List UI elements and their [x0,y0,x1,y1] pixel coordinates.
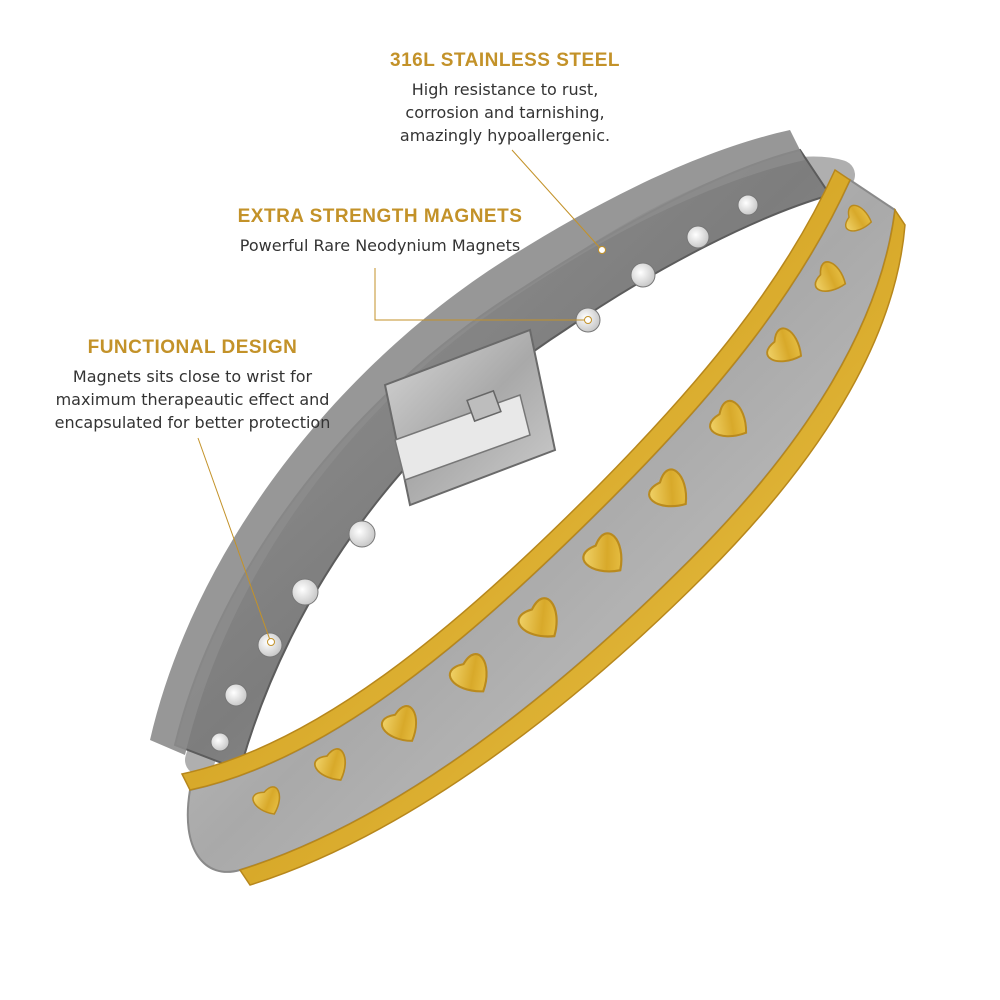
feature-description-line: corrosion and tarnishing, [405,103,605,122]
feature-description-line: encapsulated for better protection [54,413,331,432]
feature-description: Magnets sits close to wrist for maximum … [30,365,355,434]
feature-description-line: amazingly hypoallergenic. [399,126,611,145]
heart-links [252,204,873,815]
callout-dot-steel [598,246,606,254]
gold-outer-edge [238,207,906,886]
feature-title: EXTRA STRENGTH MAGNETS [237,206,523,227]
callout-dot-magnets [584,316,592,324]
feature-extra-strength-magnets: EXTRA STRENGTH MAGNETS Powerful Rare Neo… [215,206,545,257]
callout-lines [197,149,601,641]
callout-line-magnets [374,268,586,321]
clasp [383,328,557,507]
feature-functional-design: FUNCTIONAL DESIGN Magnets sits close to … [30,337,355,434]
feature-title: 316L STAINLESS STEEL [390,50,620,71]
feature-title: FUNCTIONAL DESIGN [87,337,298,358]
feature-description: High resistance to rust, corrosion and t… [360,78,650,147]
feature-stainless-steel: 316L STAINLESS STEEL High resistance to … [360,50,650,147]
feature-description: Powerful Rare Neodynium Magnets [215,234,545,257]
callout-dot-design [267,638,275,646]
callout-dots [267,246,606,646]
gold-inner-edge [180,168,851,791]
feature-description-line: High resistance to rust, [411,80,599,99]
feature-description-line: Powerful Rare Neodynium Magnets [239,236,521,255]
feature-description-line: maximum therapeautic effect and [55,390,330,409]
callout-line-design [197,437,271,641]
callout-line-steel [511,149,601,249]
feature-description-line: Magnets sits close to wrist for [72,367,313,386]
